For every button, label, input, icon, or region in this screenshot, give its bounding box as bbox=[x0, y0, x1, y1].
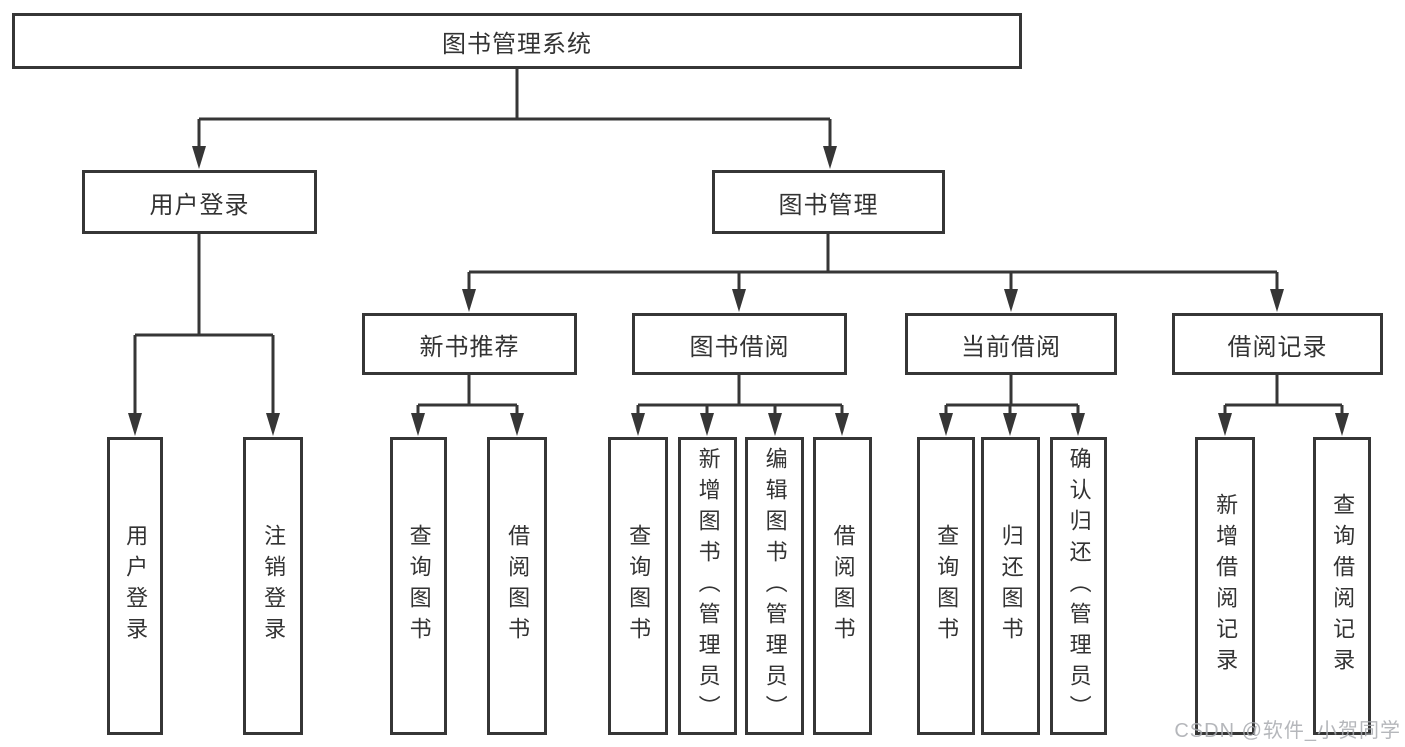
leaf-user-login: 用户登录 bbox=[107, 437, 163, 735]
leaf-records-query-borrow-record: 查询借阅记录 bbox=[1313, 437, 1371, 735]
leaf-records-add-borrow-record: 新增借阅记录 bbox=[1195, 437, 1255, 735]
node-label: 新增借阅记录 bbox=[1213, 493, 1239, 679]
node-label: 用户登录 bbox=[149, 191, 250, 219]
node-label: 查询图书 bbox=[934, 524, 960, 648]
node-label: 图书管理 bbox=[778, 191, 879, 219]
node-borrowing-records: 借阅记录 bbox=[1172, 313, 1383, 375]
node-user-login: 用户登录 bbox=[82, 170, 317, 234]
leaf-current-confirm-return-admin: 确认归还（管理员） bbox=[1050, 437, 1107, 735]
node-label: 图书管理系统 bbox=[442, 30, 592, 58]
node-label: 用户登录 bbox=[123, 524, 149, 648]
node-label: 借阅图书 bbox=[505, 524, 531, 648]
node-new-book-recommendation: 新书推荐 bbox=[362, 313, 577, 375]
node-label: 图书借阅 bbox=[689, 333, 790, 361]
node-label: 归还图书 bbox=[998, 524, 1024, 648]
node-label: 新增图书（管理员） bbox=[695, 446, 721, 726]
leaf-logout: 注销登录 bbox=[243, 437, 303, 735]
node-label: 查询图书 bbox=[626, 524, 652, 648]
leaf-borrowing-query-books: 查询图书 bbox=[608, 437, 668, 735]
leaf-borrowing-borrow-books: 借阅图书 bbox=[813, 437, 872, 735]
node-label: 注销登录 bbox=[261, 524, 287, 648]
leaf-current-return-books: 归还图书 bbox=[981, 437, 1040, 735]
node-label: 确认归还（管理员） bbox=[1066, 446, 1092, 726]
leaf-borrowing-add-books-admin: 新增图书（管理员） bbox=[678, 437, 737, 735]
node-book-borrowing: 图书借阅 bbox=[632, 313, 847, 375]
node-label: 查询图书 bbox=[406, 524, 432, 648]
node-label: 借阅图书 bbox=[830, 524, 856, 648]
leaf-current-query-books: 查询图书 bbox=[917, 437, 975, 735]
node-book-management-system: 图书管理系统 bbox=[12, 13, 1022, 69]
node-book-management: 图书管理 bbox=[712, 170, 945, 234]
node-label: 查询借阅记录 bbox=[1330, 493, 1356, 679]
node-label: 新书推荐 bbox=[419, 333, 520, 361]
node-label: 当前借阅 bbox=[961, 333, 1061, 361]
csdn-watermark: CSDN @软件_小贺同学 bbox=[1174, 720, 1401, 742]
node-label: 借阅记录 bbox=[1227, 333, 1328, 361]
leaf-recommend-query-books: 查询图书 bbox=[390, 437, 447, 735]
leaf-recommend-borrow-books: 借阅图书 bbox=[487, 437, 547, 735]
leaf-borrowing-edit-books-admin: 编辑图书（管理员） bbox=[745, 437, 804, 735]
node-label: 编辑图书（管理员） bbox=[762, 446, 788, 726]
node-current-borrowing: 当前借阅 bbox=[905, 313, 1117, 375]
